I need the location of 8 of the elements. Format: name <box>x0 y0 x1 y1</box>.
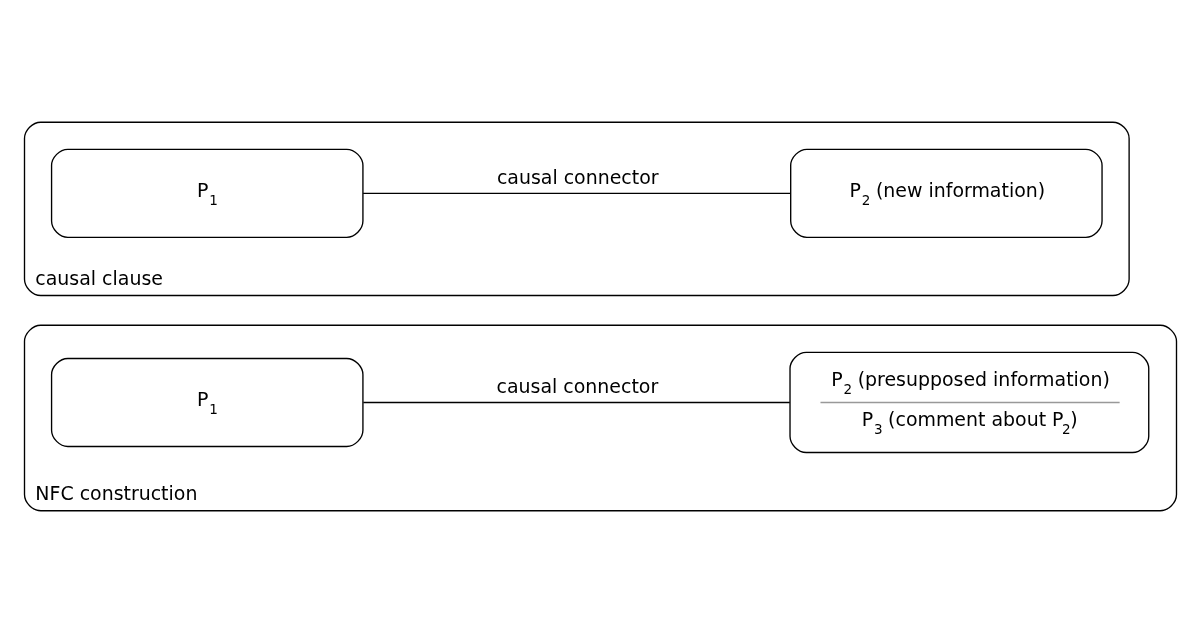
connector <box>362 192 791 194</box>
edge-label: causal connector <box>496 374 659 397</box>
edge-label: causal connector <box>496 165 659 188</box>
node-box: P$_{1}$ <box>50 357 364 447</box>
node-box: P$_{2}$ (presupposed information) P$_{3}$ (comment about P$_{2}$) <box>789 351 1150 453</box>
node-box: P$_{2}$ (new information) <box>790 148 1103 238</box>
connector <box>362 401 791 403</box>
node-box: P$_{1}$ <box>50 148 364 238</box>
